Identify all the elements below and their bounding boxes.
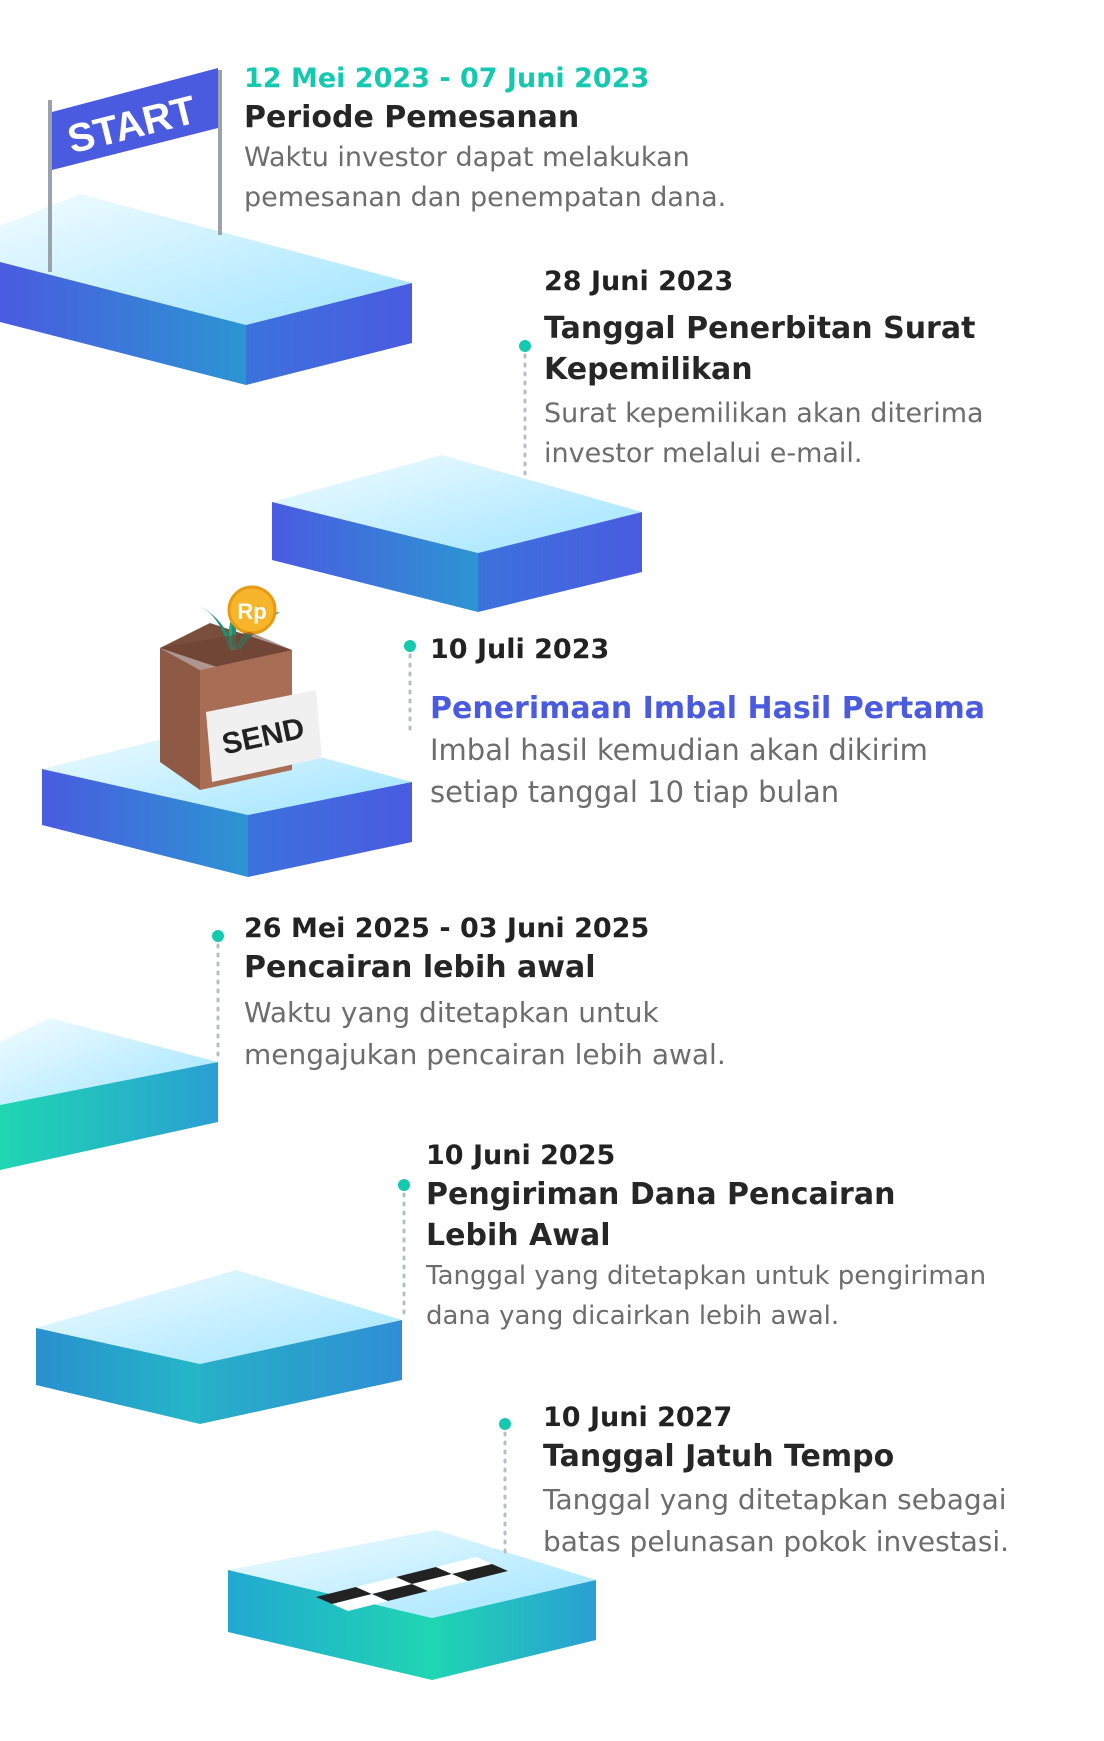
timeline-connector-5 (398, 1179, 410, 1320)
timeline-step-5: 10 Juni 2025 Pengiriman Dana Pencairan L… (426, 1138, 986, 1336)
timeline-step-3: 10 Juli 2023 Penerimaan Imbal Hasil Pert… (430, 632, 985, 813)
step-4-description-line: mengajukan pencairan lebih awal. (244, 1038, 726, 1071)
finish-checker-pattern (316, 1557, 508, 1611)
step-4-description: Waktu yang ditetapkan untuk mengajukan p… (244, 992, 726, 1076)
coin-label: Rp (237, 599, 266, 624)
step-5-description-line: dana yang dicairkan lebih awal. (426, 1301, 840, 1331)
step-2-date: 28 Juni 2023 (544, 266, 734, 297)
step-3-description-line: Imbal hasil kemudian akan dikirim (430, 733, 928, 767)
step-2-description-line: investor melalui e-mail. (544, 438, 863, 469)
step-3-description: Imbal hasil kemudian akan dikirim setiap… (430, 729, 985, 813)
timeline-connector-6 (499, 1418, 511, 1557)
step-6-description-line: batas pelunasan pokok investasi. (543, 1525, 1010, 1558)
timeline-step-4: 26 Mei 2025 - 03 Juni 2025 Pencairan leb… (244, 911, 726, 1076)
step-1-title: Periode Pemesanan (244, 100, 580, 135)
step-3-date: 10 Juli 2023 (430, 634, 610, 665)
step-2-title-line: Kepemilikan (544, 352, 753, 387)
step-2-description-line: Surat kepemilikan akan diterima (544, 398, 984, 429)
step-2-description: Surat kepemilikan akan diterima investor… (544, 394, 984, 474)
step-6-date: 10 Juni 2027 (543, 1402, 733, 1433)
step-5-description: Tanggal yang ditetapkan untuk pengiriman… (426, 1256, 986, 1336)
step-1-date: 12 Mei 2023 - 07 Juni 2023 (244, 63, 650, 94)
step-1-description: Waktu investor dapat melakukan pemesanan… (244, 138, 726, 218)
timeline-connector-4 (212, 930, 224, 1060)
platform-1 (0, 194, 412, 385)
step-6-description-line: Tanggal yang ditetapkan sebagai (543, 1483, 1007, 1516)
step-1-description-line: pemesanan dan penempatan dana. (244, 182, 727, 213)
send-box-illustration: Rp SEND (160, 585, 322, 790)
step-2-title-line: Tanggal Penerbitan Surat (544, 311, 976, 346)
step-4-description-line: Waktu yang ditetapkan untuk (244, 996, 659, 1029)
step-3-description-line: setiap tanggal 10 tiap bulan (430, 775, 840, 809)
step-1-description-line: Waktu investor dapat melakukan (244, 142, 690, 173)
timeline-step-6: 10 Juni 2027 Tanggal Jatuh Tempo Tanggal… (543, 1400, 1009, 1563)
step-6-description: Tanggal yang ditetapkan sebagai batas pe… (543, 1479, 1009, 1563)
step-4-title: Pencairan lebih awal (244, 950, 596, 985)
platform-5 (36, 1270, 402, 1424)
step-5-description-line: Tanggal yang ditetapkan untuk pengiriman (426, 1261, 987, 1291)
step-5-date: 10 Juni 2025 (426, 1140, 616, 1171)
timeline-step-2: 28 Juni 2023 Tanggal Penerbitan Surat Ke… (544, 264, 984, 474)
timeline-connector-2 (519, 340, 531, 480)
step-3-title: Penerimaan Imbal Hasil Pertama (430, 691, 985, 726)
step-5-title-line: Lebih Awal (426, 1218, 611, 1253)
step-4-date: 26 Mei 2025 - 03 Juni 2025 (244, 913, 650, 944)
step-2-title: Tanggal Penerbitan Surat Kepemilikan (544, 308, 984, 390)
platform-6 (228, 1530, 596, 1680)
step-6-title: Tanggal Jatuh Tempo (543, 1439, 895, 1474)
step-5-title-line: Pengiriman Dana Pencairan (426, 1177, 896, 1212)
timeline-connector-3 (404, 640, 416, 737)
timeline-step-1: 12 Mei 2023 - 07 Juni 2023 Periode Pemes… (244, 61, 726, 218)
platform-2 (272, 455, 642, 612)
platform-4 (0, 1018, 218, 1170)
step-5-title: Pengiriman Dana Pencairan Lebih Awal (426, 1174, 986, 1256)
